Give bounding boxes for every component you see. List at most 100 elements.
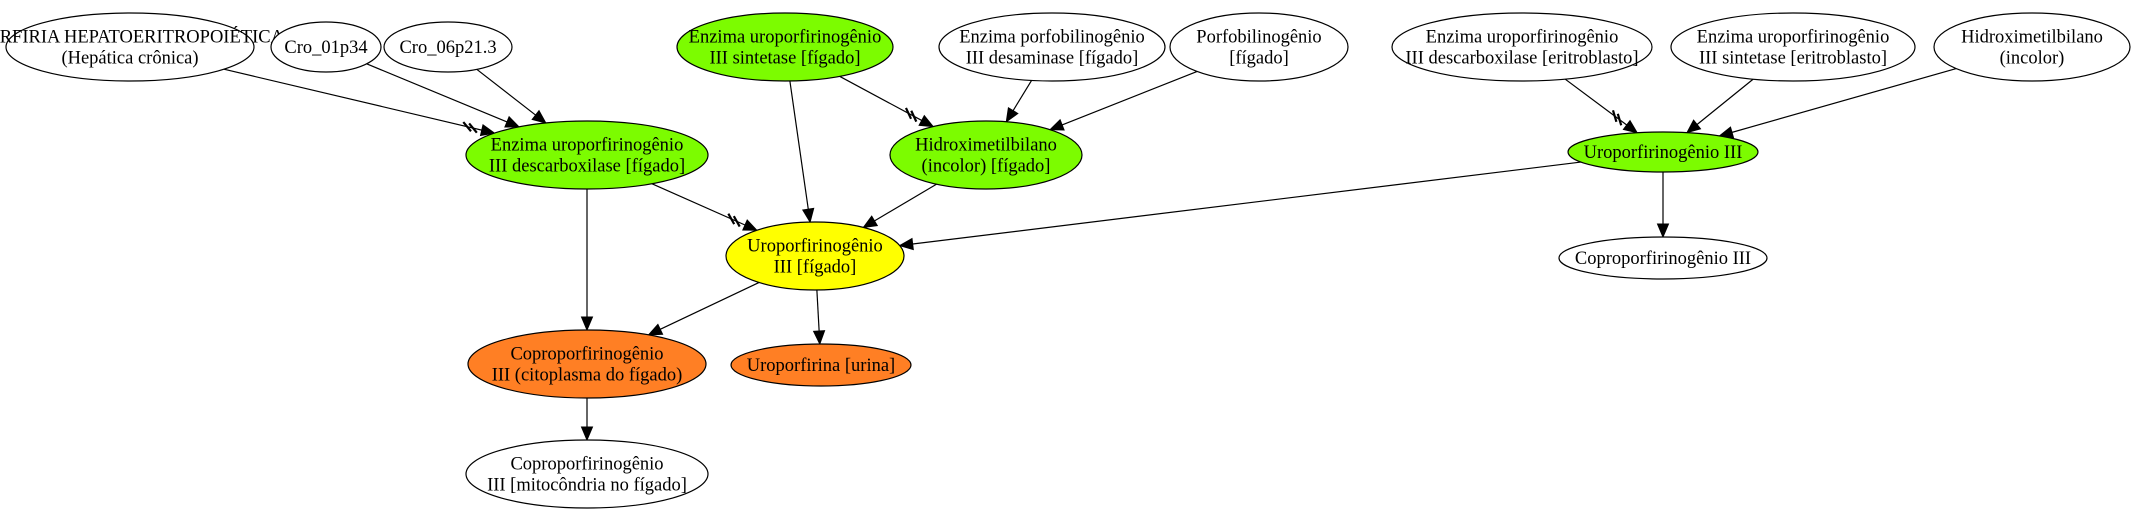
node-label: III sintetase [eritroblasto] (1699, 49, 1887, 69)
edge-line (912, 161, 1581, 245)
node-label: Cro_01p34 (284, 38, 367, 58)
node-ellipse (1558, 236, 1768, 280)
inhibition-mark-icon (1611, 109, 1618, 123)
edge-line (874, 183, 937, 222)
edge-sintetase-figado-to-uroporfirinogenio-figado (789, 80, 815, 224)
arrowhead-icon (580, 316, 594, 332)
nodes-layer: PORFIRIA HEPATOERITROPOIÉTICA(Hepática c… (0, 12, 2131, 509)
node-label: Hidroximetilbilano (1961, 28, 2103, 48)
arrowhead-icon (479, 123, 496, 137)
edge-porfobilinogenio-to-hidroxi-figado (1048, 70, 1198, 131)
node-ellipse (5, 12, 255, 82)
edge-line (1564, 78, 1628, 126)
node-label: III (citoplasma do fígado) (492, 366, 683, 386)
inhibition-mark-icon (462, 121, 472, 132)
arrowhead-icon (531, 109, 547, 124)
node-label: Uroporfirina [urina] (747, 356, 895, 376)
node-ellipse (270, 21, 382, 73)
edge-desaminase-figado-to-hidroxi-figado (1005, 80, 1033, 123)
arrowhead-icon (504, 115, 521, 128)
edge-line (1731, 67, 1957, 133)
node-label: Uroporfirinogênio (747, 237, 883, 257)
edge-copro-citoplasma-to-copro-mitocondria (580, 398, 594, 442)
node-label: III [fígado] (774, 258, 857, 278)
node-uroporfirina-urina[interactable]: Uroporfirina [urina] (730, 343, 912, 387)
edge-sintetase-figado-to-hidroxi-figado (839, 75, 935, 128)
edge-line (223, 68, 482, 131)
node-ellipse (730, 343, 912, 387)
node-label: Coproporfirinogênio III (1575, 249, 1751, 269)
edge-uroporfirinogenio-iii-to-uroporfirinogenio-figado (898, 161, 1581, 251)
node-label: Enzima uroporfirinogênio (1697, 28, 1890, 48)
edge-line (366, 63, 508, 123)
node-cro06p213[interactable]: Cro_06p21.3 (383, 21, 513, 73)
node-label: Coproporfirinogênio (510, 345, 663, 365)
edge-line (1696, 78, 1754, 125)
node-label: Coproporfirinogênio (510, 455, 663, 475)
node-ellipse (1933, 12, 2131, 82)
node-label: Enzima uroporfirinogênio (689, 28, 882, 48)
node-label: III descarboxilase [fígado] (489, 157, 685, 177)
edge-line (476, 68, 536, 116)
edge-line (651, 183, 746, 226)
edge-line (789, 80, 809, 210)
node-ellipse (1169, 12, 1349, 82)
inhibition-mark-icon (904, 107, 913, 120)
node-label: Porfobilinogênio (1196, 28, 1321, 48)
edge-cro06p213-to-descarboxilase-figado (476, 68, 547, 124)
node-ellipse (1567, 131, 1759, 173)
arrowhead-icon (1656, 223, 1670, 239)
node-hidroxi-figado[interactable]: Hidroximetilbilano(incolor) [fígado] (889, 120, 1083, 190)
arrowhead-icon (1048, 118, 1065, 131)
edge-uroporfirinogenio-figado-to-uroporfirina-urina (812, 289, 826, 346)
node-ellipse (676, 12, 894, 82)
edge-line (1012, 80, 1033, 111)
node-label: Enzima uroporfirinogênio (1426, 28, 1619, 48)
edge-descarboxilase-figado-to-uroporfirinogenio-figado (651, 183, 759, 231)
arrowhead-icon (1005, 106, 1019, 123)
node-label: (Hepática crônica) (61, 49, 198, 69)
node-label: Cro_06p21.3 (399, 38, 496, 58)
edge-descarboxilase-eritroblasto-to-uroporfirinogenio-iii (1564, 78, 1639, 134)
arrowhead-icon (580, 426, 594, 442)
node-ellipse (383, 21, 513, 73)
inhibition-mark-icon (1616, 113, 1623, 126)
node-label: (incolor) [fígado] (922, 157, 1051, 177)
inhibition-mark-icon (910, 110, 918, 123)
node-label: Hidroximetilbilano (915, 136, 1057, 156)
node-hidroxi-incolor[interactable]: Hidroximetilbilano(incolor) (1933, 12, 2131, 82)
node-label: III [mitocôndria no fígado] (487, 476, 687, 496)
arrowhead-icon (801, 207, 815, 224)
node-label: Enzima uroporfirinogênio (491, 136, 684, 156)
node-porfobilinogenio[interactable]: Porfobilinogênio[fígado] (1169, 12, 1349, 82)
edge-uroporfirinogenio-figado-to-copro-citoplasma (647, 281, 760, 336)
edge-uroporfirinogenio-iii-to-coproporfirinogenio-iii (1656, 172, 1670, 239)
node-cro01p34[interactable]: Cro_01p34 (270, 21, 382, 73)
edge-line (659, 281, 760, 330)
node-label: PORFIRIA HEPATOERITROPOIÉTICA (0, 26, 285, 48)
edge-hidroxi-figado-to-uroporfirinogenio-figado (862, 183, 937, 229)
node-coproporfirinogenio-iii[interactable]: Coproporfirinogênio III (1558, 236, 1768, 280)
node-ellipse (1670, 12, 1916, 82)
node-label: Enzima porfobilinogênio (959, 28, 1144, 48)
edge-cro01p34-to-descarboxilase-figado (366, 63, 521, 128)
node-uroporfirinogenio-iii[interactable]: Uroporfirinogênio III (1567, 131, 1759, 173)
inhibition-mark-icon (727, 213, 736, 225)
arrowhead-icon (918, 114, 935, 128)
edge-descarboxilase-figado-to-copro-citoplasma (580, 189, 594, 332)
edge-sintetase-eritroblasto-to-uroporfirinogenio-iii (1686, 78, 1754, 134)
node-label: [fígado] (1229, 49, 1289, 69)
node-porfiria[interactable]: PORFIRIA HEPATOERITROPOIÉTICA(Hepática c… (0, 12, 285, 82)
edge-line (1061, 70, 1198, 126)
node-ellipse (889, 120, 1083, 190)
node-label: Uroporfirinogênio III (1584, 143, 1743, 163)
